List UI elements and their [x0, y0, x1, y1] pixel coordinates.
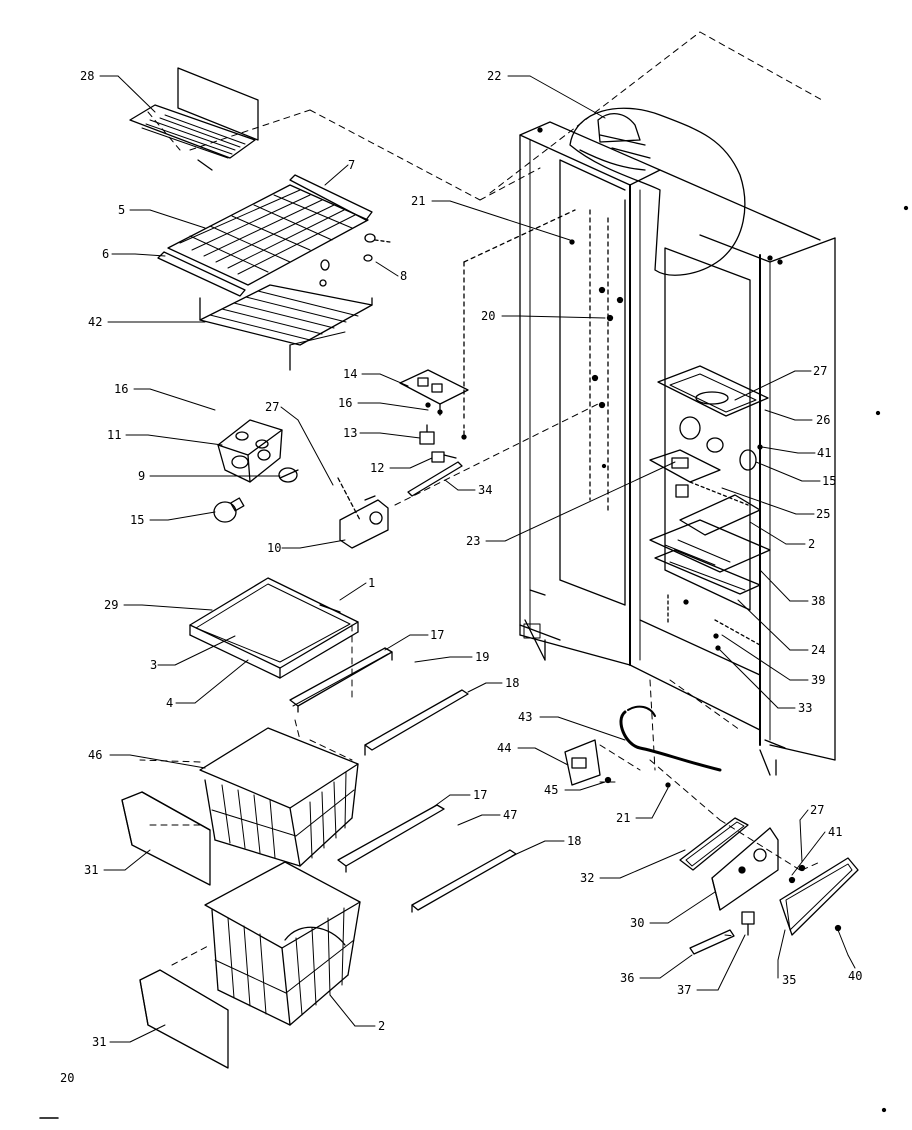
callout-label: 23 — [466, 534, 480, 548]
callout-label: 13 — [343, 426, 357, 440]
callout-label: 29 — [104, 598, 118, 612]
glass-shelf-29 — [189, 577, 359, 679]
callout-label: 38 — [811, 594, 825, 608]
callout-label: 18 — [505, 676, 519, 690]
switch-plate-14 — [399, 369, 469, 416]
assembly-guide-lines — [139, 31, 823, 966]
slide-rail-17-upper — [289, 647, 393, 713]
page-number: 20 — [60, 1071, 74, 1085]
slide-rail-18-lower — [411, 849, 517, 913]
connector-44 — [564, 739, 601, 786]
scan-dot — [875, 410, 881, 416]
bracket-10 — [337, 477, 389, 549]
callout-label: 31 — [84, 863, 98, 877]
basket-front-31-upper — [121, 791, 211, 886]
callout-label: 18 — [567, 834, 581, 848]
callout-label: 19 — [475, 650, 489, 664]
wire-basket-42 — [199, 284, 373, 371]
wire-harness-43 — [619, 705, 722, 772]
callout-label: 37 — [677, 983, 691, 997]
control-bracket-2 — [649, 494, 771, 573]
callout-label: 43 — [518, 710, 532, 724]
callout-label: 24 — [811, 643, 825, 657]
callout-label: 41 — [817, 446, 831, 460]
callout-label: 15 — [130, 513, 144, 527]
callout-label: 34 — [478, 483, 492, 497]
shelf-28 — [129, 67, 259, 171]
switch-37 — [741, 911, 755, 936]
callout-label: 41 — [828, 825, 842, 839]
callout-label: 31 — [92, 1035, 106, 1049]
callout-label: 2 — [808, 537, 815, 551]
light-bulb-15 — [213, 497, 245, 523]
callout-label: 36 — [620, 971, 634, 985]
rod-34 — [407, 461, 463, 497]
callout-label: 46 — [88, 748, 102, 762]
callout-label: 22 — [487, 69, 501, 83]
callout-label: 42 — [88, 315, 102, 329]
mounting-plate-38 — [654, 549, 761, 595]
slide-rail-18-upper — [364, 689, 469, 756]
callout-label: 35 — [782, 973, 796, 987]
scan-dot — [881, 1107, 887, 1113]
callout-label: 47 — [503, 808, 517, 822]
light-housing-11 — [217, 419, 283, 483]
callout-labels: 28 22 7 5 21 6 8 42 20 14 27 16 16 27 26… — [60, 69, 862, 1085]
refrigerator-cabinet — [519, 121, 836, 776]
callout-label: 7 — [348, 158, 355, 172]
callout-label: 14 — [343, 367, 357, 381]
socket-9 — [278, 467, 299, 483]
callout-label: 32 — [580, 871, 594, 885]
housing-30 — [711, 827, 779, 911]
callout-label: 39 — [811, 673, 825, 687]
callout-label: 25 — [816, 507, 830, 521]
callout-label: 16 — [114, 382, 128, 396]
callout-label: 27 — [813, 364, 827, 378]
wire-shelf-5 — [157, 174, 391, 297]
callout-leaders — [99, 75, 856, 1043]
socket-15-right — [679, 416, 763, 471]
callout-label: 27 — [265, 400, 279, 414]
cover-35 — [779, 857, 859, 936]
callout-label: 45 — [544, 783, 558, 797]
callout-label: 26 — [816, 413, 830, 427]
slide-rail-17-lower — [337, 804, 445, 873]
actuator-12 — [431, 451, 457, 463]
scan-dot — [903, 205, 909, 211]
callout-label: 40 — [848, 969, 862, 983]
switch-13 — [419, 424, 435, 445]
callout-label: 28 — [80, 69, 94, 83]
basket-front-31-lower — [139, 969, 229, 1069]
callout-label: 17 — [430, 628, 444, 642]
callout-label: 27 — [810, 803, 824, 817]
ice-maker-housing — [569, 107, 746, 276]
callout-label: 8 — [400, 269, 407, 283]
callout-label: 12 — [370, 461, 384, 475]
callout-label: 9 — [138, 469, 145, 483]
callout-label: 2 — [378, 1019, 385, 1033]
callout-label: 11 — [107, 428, 121, 442]
freezer-basket-46 — [199, 727, 359, 867]
callout-label: 21 — [411, 194, 425, 208]
callout-label: 20 — [481, 309, 495, 323]
callout-label: 17 — [473, 788, 487, 802]
gasket-32 — [679, 817, 749, 871]
callout-label: 4 — [166, 696, 173, 710]
callout-label: 30 — [630, 916, 644, 930]
callout-label: 10 — [267, 541, 281, 555]
callout-label: 6 — [102, 247, 109, 261]
callout-label: 1 — [368, 576, 375, 590]
callout-label: 33 — [798, 701, 812, 715]
callout-label: 44 — [497, 741, 511, 755]
callout-label: 21 — [616, 811, 630, 825]
part-36 — [689, 929, 735, 955]
light-cover-27 — [657, 365, 769, 417]
callout-label: 15 — [822, 474, 836, 488]
freezer-basket-2 — [204, 861, 361, 1026]
callout-label: 5 — [118, 203, 125, 217]
callout-label: 16 — [338, 396, 352, 410]
callout-label: 3 — [150, 658, 157, 672]
